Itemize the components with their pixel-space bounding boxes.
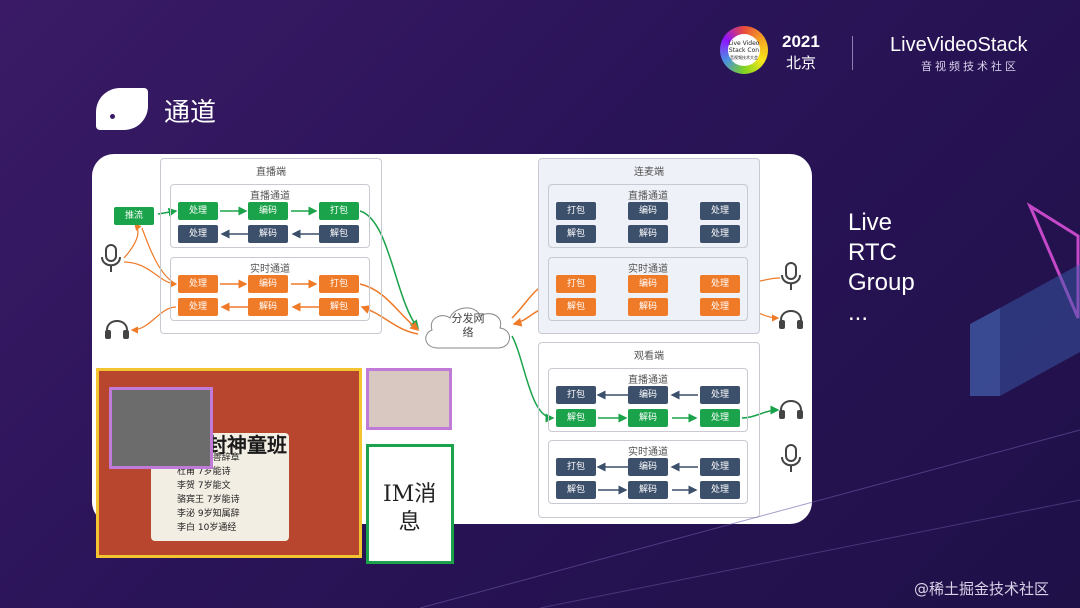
- comic-live-node: 处理: [700, 225, 740, 243]
- anchor-side-box: 直播端: [160, 158, 382, 334]
- comic-live-node: 处理: [700, 202, 740, 220]
- viewer-live-channel-title: 直播通道: [628, 375, 668, 386]
- event-year: 2021: [782, 32, 820, 51]
- push-stream-node: 推流: [114, 207, 154, 225]
- decorative-geometry: [970, 202, 1080, 396]
- viewer-rtc-channel-title: 实时通道: [628, 447, 668, 458]
- viewer-rtc-node: 处理: [700, 458, 740, 476]
- anchor-rtc-node: 解码: [248, 298, 288, 316]
- viewer-rtc-channel: 实时通道: [548, 440, 748, 504]
- viewer-rtc-node: 打包: [556, 458, 596, 476]
- im-panel: IM消 息: [366, 444, 454, 564]
- viewer-live-node: 处理: [700, 386, 740, 404]
- headphone-icon: [779, 400, 803, 419]
- webcam-feed: [109, 387, 213, 469]
- anchor-live-node: 处理: [178, 202, 218, 220]
- anchor-live-node: 解码: [248, 225, 288, 243]
- viewer-rtc-node: 编码: [628, 458, 668, 476]
- viewer-side-title: 观看端: [634, 351, 664, 362]
- cloud-icon: [425, 307, 510, 349]
- comic-live-node: 编码: [628, 202, 668, 220]
- event-city: 北京: [786, 54, 817, 72]
- viewer-live-node: 处理: [700, 409, 740, 427]
- banner-title: 封神童班: [207, 433, 287, 457]
- header-divider: [852, 36, 853, 70]
- anchor-live-channel-title: 直播通道: [250, 191, 290, 202]
- viewer-rtc-node: 解包: [556, 481, 596, 499]
- anchor-rtc-node: 编码: [248, 275, 288, 293]
- im-label: IM消 息: [383, 482, 437, 535]
- comic-rtc-node: 解包: [556, 298, 596, 316]
- comic-rtc-channel: 实时通道: [548, 257, 748, 321]
- comic-live-node: 解码: [628, 225, 668, 243]
- microphone-icon: [781, 444, 801, 472]
- headphone-icon: [779, 310, 803, 329]
- side-labels: Live RTC Group ...: [848, 209, 915, 326]
- host-video: [366, 368, 452, 430]
- comic-live-node: 打包: [556, 202, 596, 220]
- distribution-network-label: 分发网 络: [451, 312, 485, 339]
- title-icon-dot: [110, 114, 115, 119]
- comic-rtc-node: 打包: [556, 275, 596, 293]
- anchor-rtc-channel: 实时通道: [170, 257, 370, 321]
- anchor-live-node: 编码: [248, 202, 288, 220]
- comic-rtc-node: 解码: [628, 298, 668, 316]
- anchor-side-title: 直播端: [256, 167, 286, 178]
- viewer-live-node: 打包: [556, 386, 596, 404]
- comic-side-title: 连麦端: [634, 167, 664, 178]
- comic-live-node: 解包: [556, 225, 596, 243]
- title-leaf-icon: [96, 88, 148, 130]
- decorative-lines: [420, 429, 1080, 608]
- viewer-side-box: 观看端: [538, 342, 760, 518]
- watermark: @稀土掘金技术社区: [914, 580, 1050, 598]
- slide-title: 通道: [164, 98, 217, 128]
- viewer-live-node: 解码: [628, 409, 668, 427]
- anchor-live-node: 处理: [178, 225, 218, 243]
- anchor-rtc-channel-title: 实时通道: [250, 264, 290, 275]
- viewer-live-channel: 直播通道: [548, 368, 748, 432]
- comic-live-channel-title: 直播通道: [628, 191, 668, 202]
- microphone-icon: [101, 244, 121, 272]
- brand-logo: LiveVideoStack: [890, 34, 1028, 56]
- anchor-live-node: 解包: [319, 225, 359, 243]
- headphone-icon: [105, 320, 129, 339]
- anchor-rtc-node: 打包: [319, 275, 359, 293]
- anchor-rtc-node: 处理: [178, 275, 218, 293]
- brand-subtitle: 音视频技术社区: [921, 60, 1019, 73]
- event-logo-text: Live Video Stack Con 音视频技术大会: [728, 34, 760, 66]
- comic-rtc-node: 编码: [628, 275, 668, 293]
- viewer-live-node: 解包: [556, 409, 596, 427]
- event-logo: Live Video Stack Con 音视频技术大会: [720, 26, 768, 74]
- anchor-rtc-node: 处理: [178, 298, 218, 316]
- anchor-live-node: 打包: [319, 202, 359, 220]
- viewer-live-node: 编码: [628, 386, 668, 404]
- viewer-rtc-node: 处理: [700, 481, 740, 499]
- anchor-rtc-node: 解包: [319, 298, 359, 316]
- comic-rtc-node: 处理: [700, 275, 740, 293]
- comic-rtc-channel-title: 实时通道: [628, 264, 668, 275]
- anchor-live-channel: 直播通道: [170, 184, 370, 248]
- app-screenshot: 王勃 6岁善辞章 杜甫 7岁能诗 李贺 7岁能文 骆宾王 7岁能诗 李泌 9岁知…: [96, 368, 362, 558]
- comic-live-channel: 直播通道: [548, 184, 748, 248]
- comic-rtc-node: 处理: [700, 298, 740, 316]
- viewer-rtc-node: 解码: [628, 481, 668, 499]
- microphone-icon: [781, 262, 801, 290]
